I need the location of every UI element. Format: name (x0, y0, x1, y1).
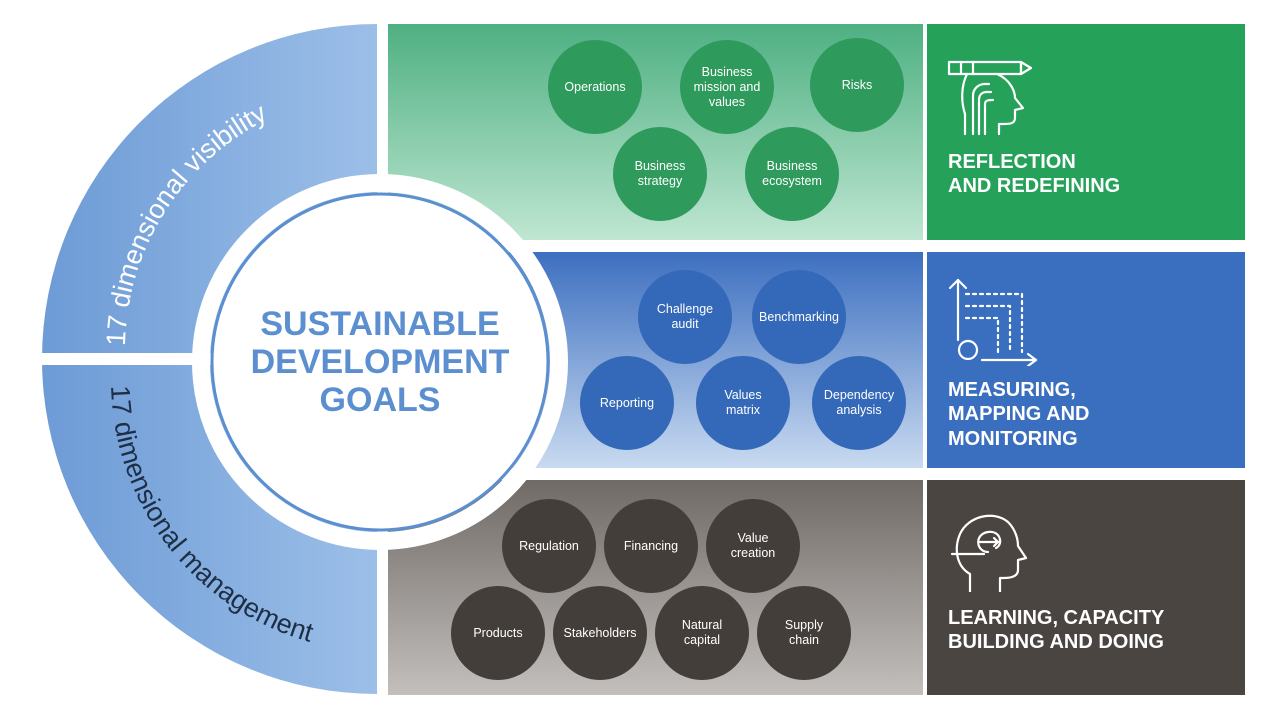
head-mind-icon (950, 514, 1028, 592)
bubble-business-ecosystem: Business ecosystem (745, 127, 839, 221)
bubble-stakeholders: Stakeholders (553, 586, 647, 680)
bubble-natural-capital: Natural capital (655, 586, 749, 680)
bubble-operations: Operations (548, 40, 642, 134)
bubble-challenge-audit: Challenge audit (638, 270, 732, 364)
bubble-business-mission: Business mission and values (680, 40, 774, 134)
center-circle (210, 192, 550, 532)
bubble-value-creation: Value creation (706, 499, 800, 593)
measuring-label-panel (927, 252, 1245, 468)
learning-label: LEARNING, CAPACITY BUILDING AND DOING (948, 607, 1165, 654)
center-circle-outer-ring (192, 174, 568, 550)
dotted-path-icon (948, 278, 1038, 366)
bubble-business-strategy: Business strategy (613, 127, 707, 221)
bubble-supply-chain: Supply chain (757, 586, 851, 680)
bubble-products: Products (451, 586, 545, 680)
center-title: SUSTAINABLE DEVELOPMENT GOALS (250, 305, 510, 420)
reflection-label: REFLECTION AND REDEFINING (948, 151, 1121, 198)
learning-label-panel (927, 480, 1245, 695)
bubble-risks: Risks (810, 38, 904, 132)
bubble-reporting: Reporting (580, 356, 674, 450)
head-pencil-icon (947, 60, 1033, 136)
bubble-financing: Financing (604, 499, 698, 593)
bubble-benchmarking: Benchmarking (752, 270, 846, 364)
bubble-values-matrix: Values matrix (696, 356, 790, 450)
measuring-label: MEASURING, MAPPING AND MONITORING (948, 379, 1090, 450)
bubble-dependency-analysis: Dependency analysis (812, 356, 906, 450)
bubble-regulation: Regulation (502, 499, 596, 593)
